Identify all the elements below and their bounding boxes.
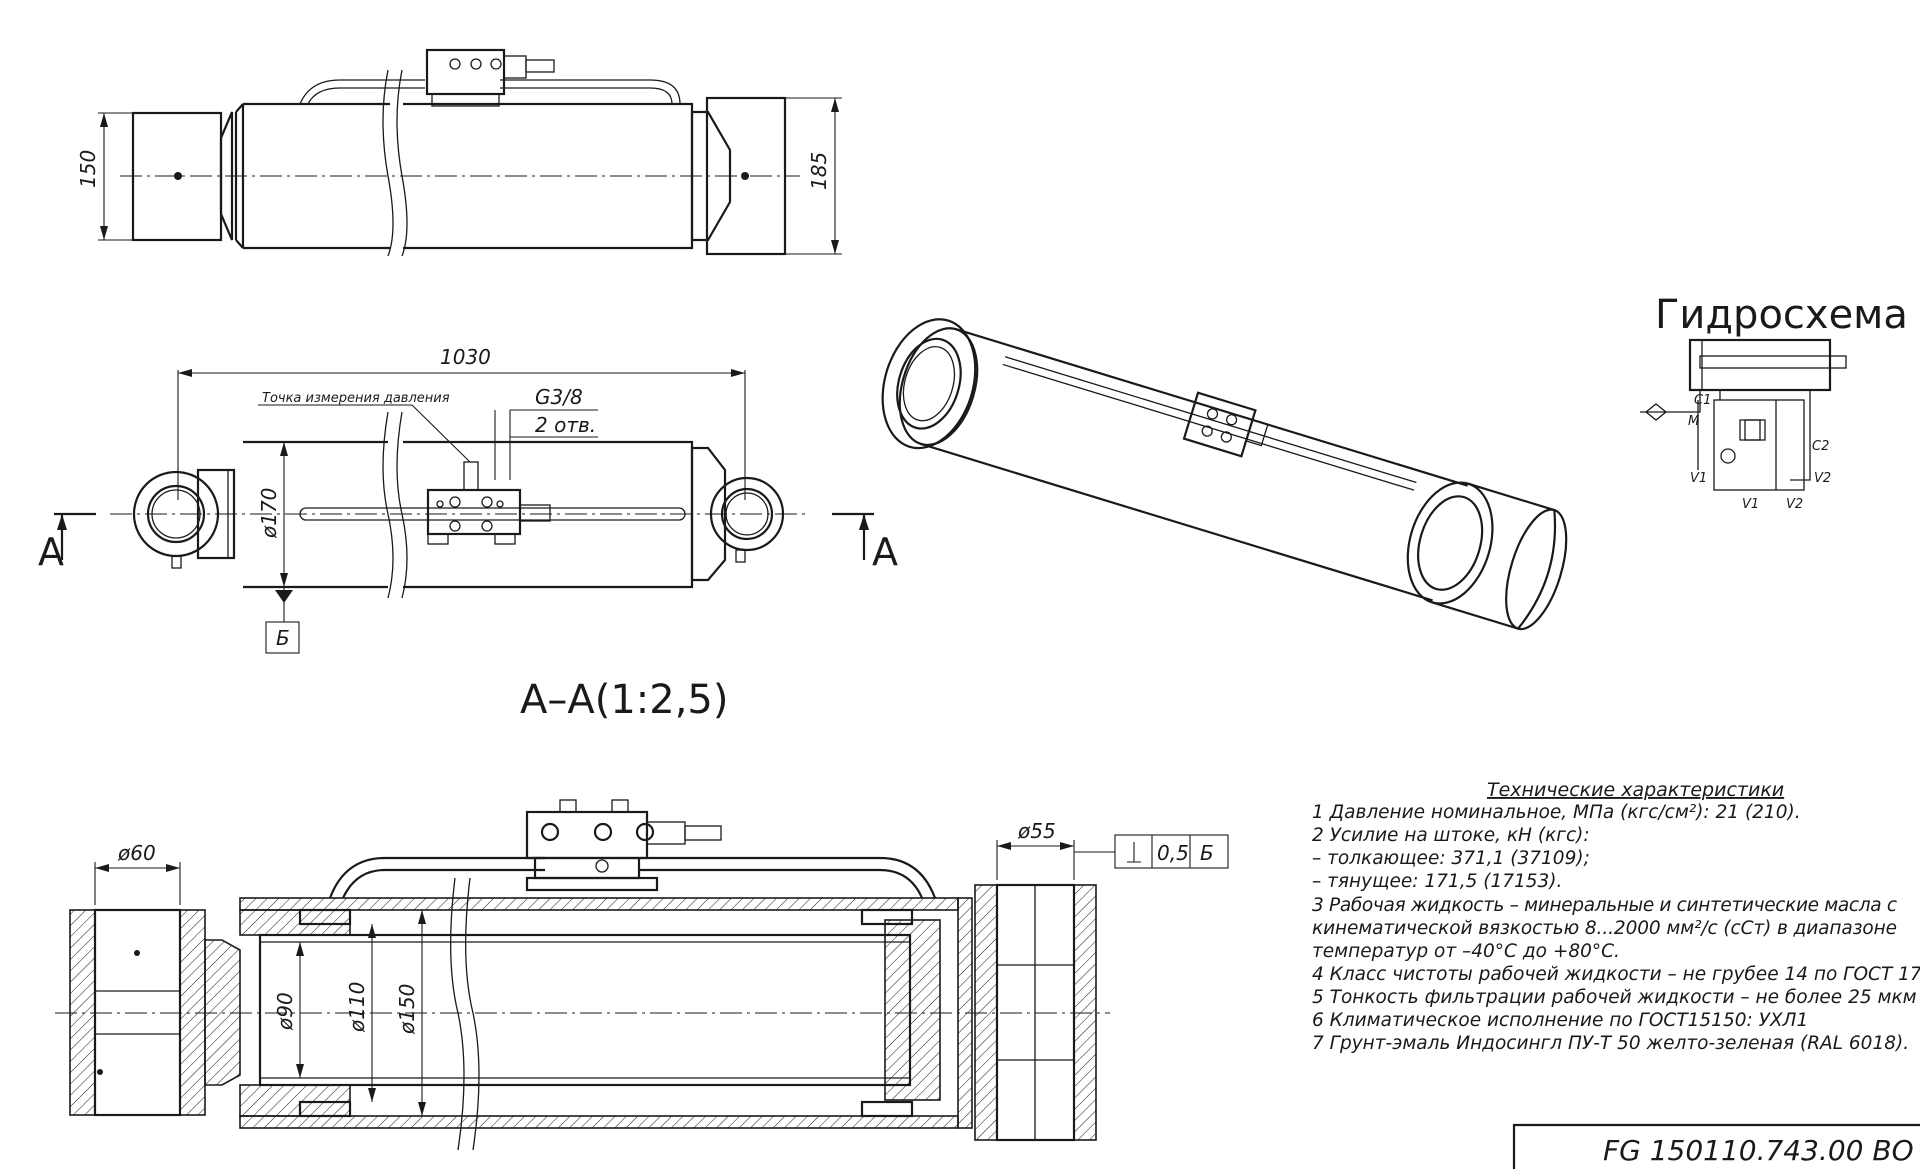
port-count-label: 2 отв. <box>535 413 596 437</box>
pressure-point-label: Точка измерения давления <box>262 391 450 406</box>
iso-valve-block <box>1182 391 1257 458</box>
scheme-label-v1-left: V1 <box>1690 471 1707 486</box>
spec-line: 2 Усилие на штоке, кН (кгс): <box>1312 825 1590 846</box>
iso-barrel <box>920 328 1468 602</box>
spec-line: кинематической вязкостью 8...2000 мм²/с … <box>1312 918 1897 939</box>
break-line <box>382 69 394 257</box>
spec-line: – толкающее: 371,1 (37109); <box>1312 848 1590 869</box>
section-mark-right <box>832 512 874 560</box>
spec-line: – тянущее: 171,5 (17153). <box>1312 871 1562 892</box>
side-view: 1030 Точка измерения давления G3/8 2 отв… <box>38 345 898 654</box>
dim-bore-label: ø150 <box>395 984 419 1035</box>
tolerance-frame <box>1114 834 1229 869</box>
dim-piston-label: ø110 <box>345 982 369 1033</box>
drawing-designation: FG 150110.743.00 ВО <box>1603 1134 1914 1167</box>
pipe <box>299 79 681 105</box>
barrel-wall-bottom <box>239 1115 959 1129</box>
tolerance-value: 0,5 <box>1157 841 1189 865</box>
spec-line: 4 Класс чистоты рабочей жидкости – не гр… <box>1312 964 1920 985</box>
scheme-title: Гидросхема <box>1655 292 1908 338</box>
scheme-label-v1-bottom: V1 <box>1742 497 1759 512</box>
section-view: A–A(1:2,5) <box>55 677 1229 1151</box>
scheme-label-m: M <box>1688 414 1699 429</box>
scheme-label-c1: C1 <box>1694 393 1711 408</box>
piston <box>884 919 941 1101</box>
hydraulic-scheme: Гидросхема C1 M C2 V1 V2 V1 V2 <box>1640 292 1908 512</box>
section-mark-right-label: A <box>872 530 898 574</box>
scheme-label-v2-right: V2 <box>1814 471 1831 486</box>
datum-label: Б <box>276 626 290 650</box>
perpendicularity-symbol <box>1127 842 1141 863</box>
section-title: A–A(1:2,5) <box>520 677 728 723</box>
section-mark-left-label: A <box>38 530 64 574</box>
dim-length-label: 1030 <box>440 345 491 369</box>
scheme-label-v2-bottom: V2 <box>1786 497 1803 512</box>
spec-line: 1 Давление номинальное, МПа (кгс/см²): 2… <box>1312 802 1801 823</box>
top-view: 150 185 <box>76 48 842 257</box>
valve-block <box>425 48 506 96</box>
dim-rod-label: ø90 <box>273 992 297 1031</box>
left-pin-center <box>174 172 182 180</box>
isometric-view <box>881 318 1568 631</box>
title-block: FG 150110.743.00 ВО <box>1512 1123 1920 1169</box>
spec-line: 6 Климатическое исполнение по ГОСТ15150:… <box>1312 1010 1808 1031</box>
side-valve-block <box>426 488 522 536</box>
scheme-cylinder <box>1688 338 1832 392</box>
dim-diameter-label: ø170 <box>257 488 281 539</box>
tech-spec-title: Технические характеристики <box>1487 779 1784 801</box>
dim-height-right-label: 185 <box>807 152 831 190</box>
datum-marker <box>275 590 293 603</box>
datum-box <box>265 621 300 654</box>
spec-line: температур от –40°С до +80°С. <box>1312 941 1620 962</box>
dim-height-left-label: 150 <box>76 150 100 188</box>
pressure-point <box>463 461 479 491</box>
tech-spec: Технические характеристики 1 Давление но… <box>1312 779 1920 1054</box>
spec-line: 5 Тонкость фильтрации рабочей жидкости –… <box>1312 987 1917 1008</box>
left-adapter <box>219 111 234 241</box>
spec-line: 7 Грунт-эмаль Индосингл ПУ-Т 50 желто-зе… <box>1312 1033 1909 1054</box>
dim-pin-right-label: ø55 <box>1017 819 1056 843</box>
spec-line: 3 Рабочая жидкость – минеральные и синте… <box>1312 895 1897 916</box>
title-block-frame <box>1512 1123 1920 1169</box>
port-thread-label: G3/8 <box>535 385 583 409</box>
dim-pin-left-label: ø60 <box>117 841 156 865</box>
section-valve-block <box>525 810 649 860</box>
barrel-wall-top <box>239 897 959 911</box>
tolerance-datum: Б <box>1200 841 1214 865</box>
scheme-label-c2: C2 <box>1812 439 1829 454</box>
